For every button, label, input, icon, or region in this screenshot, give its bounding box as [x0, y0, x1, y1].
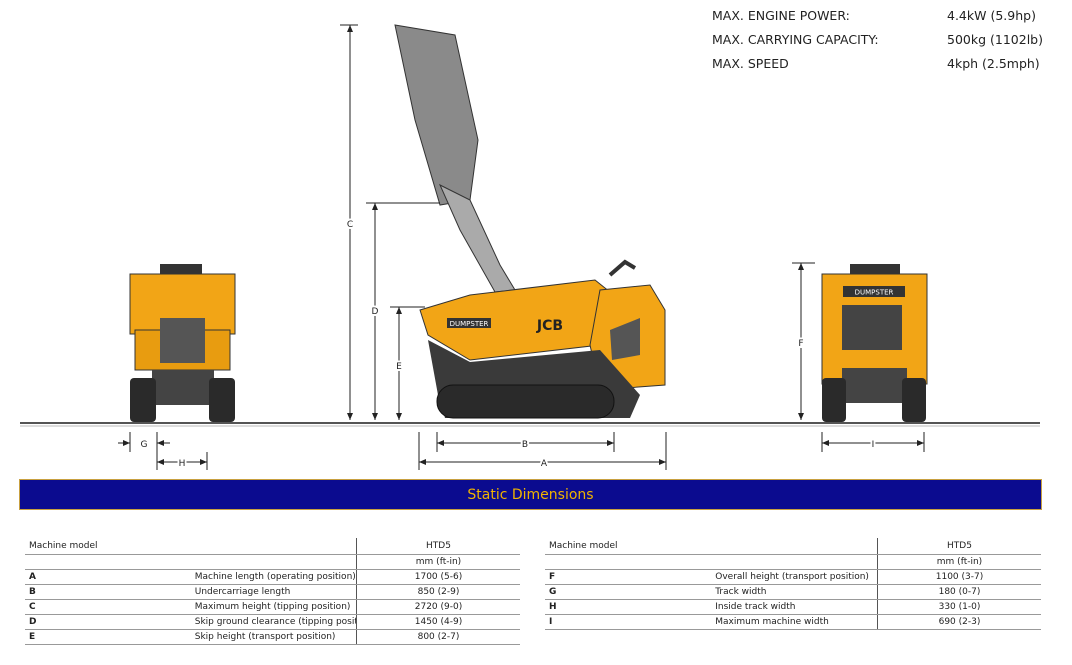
empty-cell [190, 554, 357, 570]
empty-cell [25, 554, 191, 570]
row-label: Maximum machine width [711, 614, 878, 630]
spec-value: 4kph (2.5mph) [947, 56, 1040, 71]
model-name: HTD5 [356, 538, 520, 555]
row-label: Undercarriage length [190, 584, 357, 600]
row-letter: F [545, 569, 712, 585]
row-label: Machine length (operating position) [190, 569, 357, 585]
row-letter: H [545, 599, 712, 615]
dim-label-e: E [396, 362, 402, 372]
row-label: Overall height (transport position) [711, 569, 878, 585]
row-value: 1700 (5-6) [356, 569, 520, 585]
row-letter: D [25, 614, 191, 630]
dim-label-f: F [798, 339, 803, 349]
row-value: 850 (2-9) [356, 584, 520, 600]
units-row: mm (ft-in) [25, 554, 520, 570]
rear-view-machine: DUMPSTER [821, 264, 928, 422]
rear-model-decal: DUMPSTER [855, 289, 894, 297]
dim-label-i: I [872, 440, 875, 450]
dimension-lines [118, 24, 925, 470]
spec-carrying-capacity: MAX. CARRYING CAPACITY: 500kg (1102lb) [712, 32, 1057, 56]
spec-max-speed: MAX. SPEED 4kph (2.5mph) [712, 56, 1057, 80]
row-value: 2720 (9-0) [356, 599, 520, 615]
units: mm (ft-in) [356, 554, 520, 570]
header-label: Machine model [25, 538, 357, 555]
row-letter: I [545, 614, 712, 630]
dim-label-d: D [372, 307, 379, 317]
spec-value: 4.4kW (5.9hp) [947, 8, 1036, 23]
side-view-machine: DUMPSTER JCB [394, 24, 666, 419]
row-value: 180 (0-7) [877, 584, 1041, 600]
row-letter: C [25, 599, 191, 615]
row-label: Skip ground clearance (tipping position) [190, 614, 357, 630]
spec-label: MAX. CARRYING CAPACITY: [712, 32, 879, 47]
units-row: mm (ft-in) [545, 554, 1041, 570]
empty-cell [545, 554, 712, 570]
dim-label-c: C [347, 220, 353, 230]
row-letter: B [25, 584, 191, 600]
spec-label: MAX. ENGINE POWER: [712, 8, 850, 23]
row-letter: G [545, 584, 712, 600]
brand-logo: JCB [536, 318, 563, 334]
row-value: 330 (1-0) [877, 599, 1041, 615]
row-label: Inside track width [711, 599, 878, 615]
spec-label: MAX. SPEED [712, 56, 789, 71]
empty-cell [711, 554, 878, 570]
spec-engine-power: MAX. ENGINE POWER: 4.4kW (5.9hp) [712, 8, 1057, 32]
dim-label-g: G [141, 440, 148, 450]
row-value: 800 (2-7) [356, 629, 520, 645]
banner-title: Static Dimensions [467, 486, 594, 503]
front-view-machine [129, 264, 236, 422]
model-name: HTD5 [877, 538, 1041, 555]
row-value: 1450 (4-9) [356, 614, 520, 630]
spec-value: 500kg (1102lb) [947, 32, 1043, 47]
row-label: Maximum height (tipping position) [190, 599, 357, 615]
units: mm (ft-in) [877, 554, 1041, 570]
dim-label-h: H [179, 459, 186, 469]
dim-label-a: A [541, 459, 548, 469]
row-letter: E [25, 629, 191, 645]
machine-dimension-drawing: DUMPSTER JCB DUMPSTER C D E [20, 24, 1040, 471]
model-decal: DUMPSTER [450, 320, 489, 328]
dim-label-b: B [522, 440, 528, 450]
row-label: Track width [711, 584, 878, 600]
row-value: 1100 (3-7) [877, 569, 1041, 585]
row-label: Skip height (transport position) [190, 629, 357, 645]
row-value: 690 (2-3) [877, 614, 1041, 630]
header-label: Machine model [545, 538, 878, 555]
row-letter: A [25, 569, 191, 585]
key-specs: MAX. ENGINE POWER: 4.4kW (5.9hp) MAX. CAR… [712, 8, 1057, 80]
section-banner: Static Dimensions [19, 479, 1042, 510]
